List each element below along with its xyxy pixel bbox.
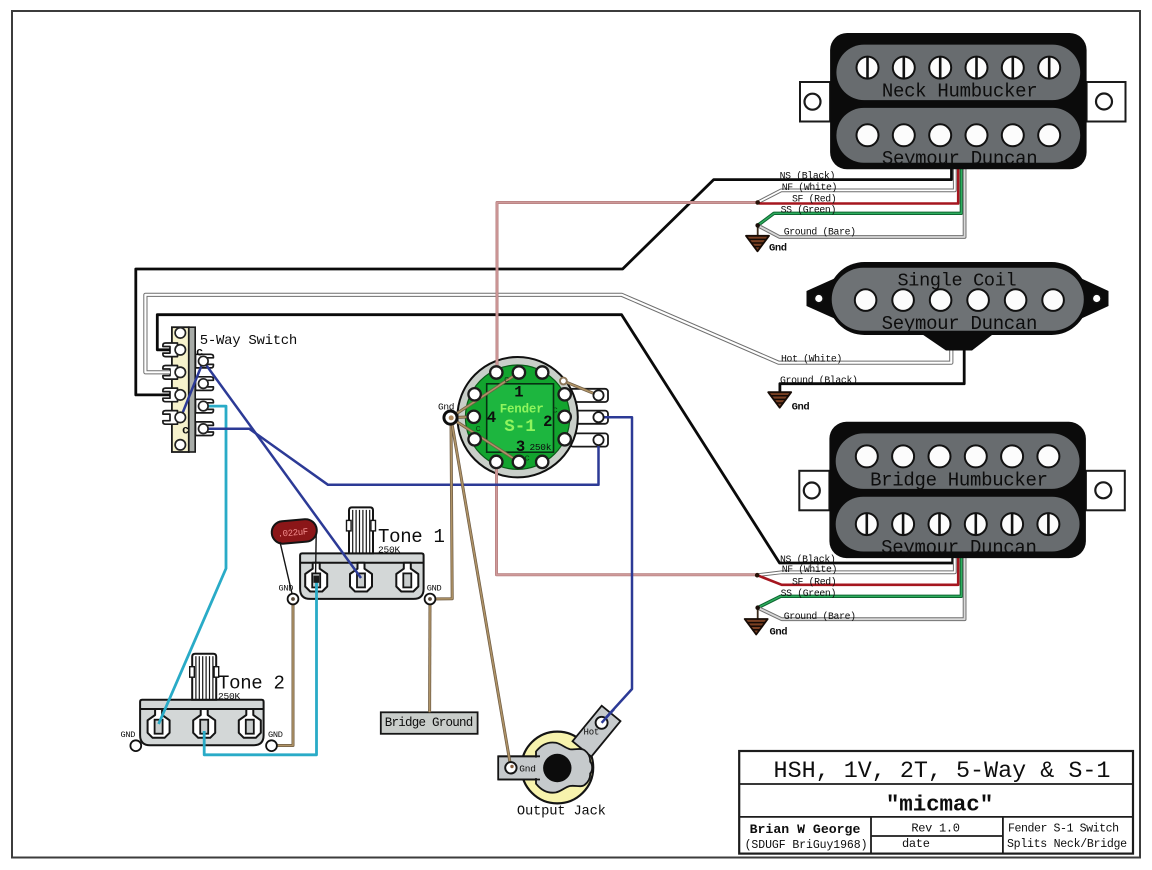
svg-text:date: date bbox=[902, 837, 930, 851]
svg-text:HSH, 1V, 2T, 5-Way & S-1: HSH, 1V, 2T, 5-Way & S-1 bbox=[774, 759, 1111, 785]
svg-text:S-1: S-1 bbox=[504, 417, 536, 437]
svg-text:Bridge Humbucker: Bridge Humbucker bbox=[870, 469, 1048, 491]
svg-text:NF (White): NF (White) bbox=[782, 564, 837, 575]
svg-text:Single Coil: Single Coil bbox=[897, 271, 1016, 292]
svg-text:.022uF: .022uF bbox=[277, 527, 308, 540]
svg-text:GND: GND bbox=[268, 730, 283, 740]
svg-text:SF (Red): SF (Red) bbox=[792, 576, 836, 587]
svg-text:GND: GND bbox=[121, 730, 136, 740]
svg-text:Fender: Fender bbox=[500, 402, 544, 416]
svg-text:Ground (Black): Ground (Black) bbox=[780, 375, 858, 386]
svg-text:Gnd: Gnd bbox=[438, 401, 454, 412]
svg-text:Bridge Ground: Bridge Ground bbox=[385, 716, 473, 730]
svg-text:SS (Green): SS (Green) bbox=[781, 205, 836, 216]
svg-text:c: c bbox=[504, 375, 509, 385]
svg-text:c: c bbox=[525, 454, 530, 464]
svg-text:c: c bbox=[182, 424, 189, 438]
svg-text:"micmac": "micmac" bbox=[886, 792, 993, 818]
svg-text:GND: GND bbox=[427, 583, 442, 593]
svg-text:Hot (White): Hot (White) bbox=[781, 353, 842, 364]
svg-text:SF (Red): SF (Red) bbox=[792, 193, 836, 204]
svg-text:GND: GND bbox=[279, 583, 294, 593]
svg-text:4: 4 bbox=[487, 409, 496, 427]
svg-text:Fender S-1 Switch: Fender S-1 Switch bbox=[1008, 823, 1119, 836]
svg-text:Gnd: Gnd bbox=[792, 402, 810, 414]
svg-text:(SDUGF BriGuy1968): (SDUGF BriGuy1968) bbox=[745, 839, 868, 852]
svg-text:NS (Black): NS (Black) bbox=[780, 170, 835, 181]
svg-text:250k: 250k bbox=[530, 442, 552, 453]
svg-text:2: 2 bbox=[543, 413, 552, 431]
svg-text:250K: 250K bbox=[218, 691, 241, 702]
svg-text:3: 3 bbox=[516, 438, 525, 456]
svg-text:250K: 250K bbox=[378, 545, 401, 556]
svg-text:c: c bbox=[476, 424, 481, 434]
svg-text:Tone 2: Tone 2 bbox=[218, 672, 285, 694]
svg-text:Ground (Bare): Ground (Bare) bbox=[784, 227, 856, 238]
svg-text:c: c bbox=[196, 346, 203, 360]
svg-text:Ground (Bare): Ground (Bare) bbox=[784, 611, 856, 622]
svg-text:SS (Green): SS (Green) bbox=[781, 588, 836, 599]
svg-text:5-Way Switch: 5-Way Switch bbox=[200, 333, 297, 349]
svg-text:Gnd: Gnd bbox=[769, 243, 787, 255]
svg-text:c: c bbox=[553, 406, 558, 416]
svg-text:Rev 1.0: Rev 1.0 bbox=[911, 822, 959, 836]
svg-text:Gnd: Gnd bbox=[770, 627, 788, 639]
svg-text:NF (White): NF (White) bbox=[782, 182, 837, 193]
svg-text:Seymour Duncan: Seymour Duncan bbox=[881, 537, 1036, 559]
svg-text:Tone 1: Tone 1 bbox=[378, 526, 445, 548]
svg-text:Splits Neck/Bridge: Splits Neck/Bridge bbox=[1007, 838, 1127, 851]
svg-text:Gnd: Gnd bbox=[519, 764, 536, 775]
svg-text:Hot: Hot bbox=[584, 728, 600, 738]
svg-text:Neck Humbucker: Neck Humbucker bbox=[882, 81, 1037, 103]
svg-text:Brian W George: Brian W George bbox=[750, 822, 861, 837]
svg-text:1: 1 bbox=[514, 383, 523, 401]
svg-text:NS (Black): NS (Black) bbox=[780, 554, 835, 565]
svg-text:Output Jack: Output Jack bbox=[517, 804, 606, 820]
svg-text:Seymour Duncan: Seymour Duncan bbox=[882, 313, 1037, 335]
svg-text:Seymour Duncan: Seymour Duncan bbox=[882, 148, 1037, 170]
